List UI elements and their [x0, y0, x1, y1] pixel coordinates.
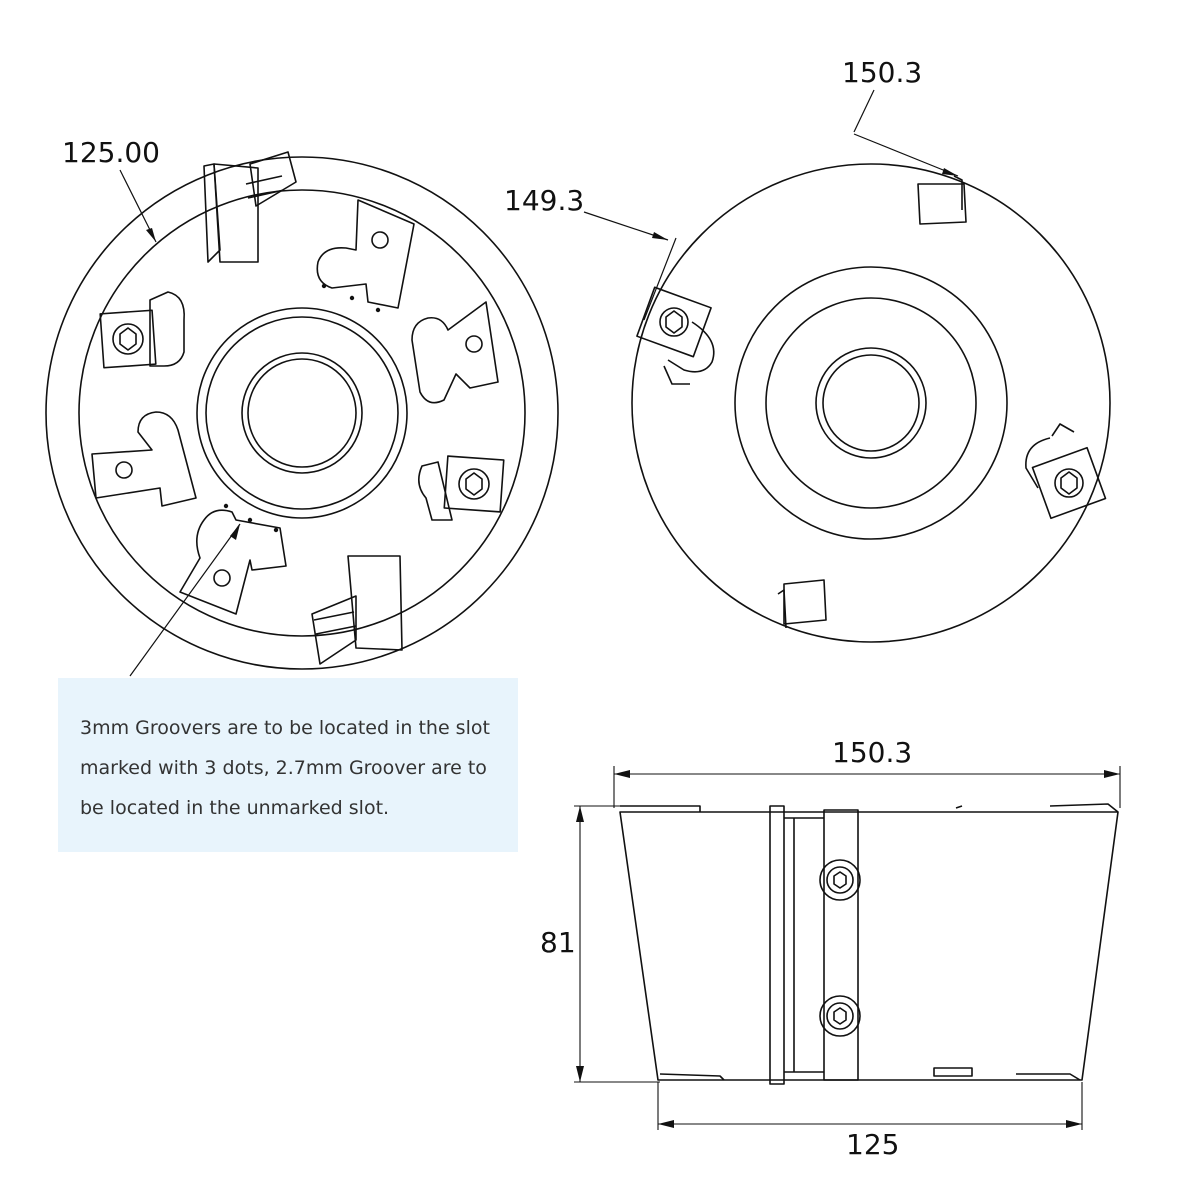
- side-screw-top: [819, 859, 861, 901]
- groover-note: 3mm Groovers are to be located in the sl…: [58, 678, 518, 852]
- dim-side-top-width: 150.3: [832, 736, 912, 769]
- rear-hub-ring: [734, 266, 1008, 540]
- keyhole-slot-top: [316, 199, 415, 309]
- dim-front-diameter: 125.00: [62, 136, 160, 169]
- dim-side-height: 81: [540, 926, 576, 959]
- keyhole-slot-bottom: [179, 509, 287, 615]
- rear-bore: [815, 347, 927, 459]
- front-inner-face: [78, 189, 526, 637]
- front-view: [45, 151, 559, 677]
- insert-left: [99, 291, 185, 369]
- keyhole-slot-left: [91, 411, 197, 507]
- front-hub-ring: [196, 307, 408, 519]
- insert-right: [418, 455, 505, 521]
- side-screw-bottom: [819, 995, 861, 1037]
- side-view: [574, 766, 1121, 1130]
- note-line: marked with 3 dots, 2.7mm Groover are to: [80, 757, 487, 779]
- note-line: 3mm Groovers are to be located in the sl…: [80, 717, 490, 739]
- groover-cutter-top: [203, 151, 297, 263]
- rear-insert-left: [636, 286, 715, 385]
- dim-rear-body-diameter: 149.3: [504, 184, 584, 217]
- side-cutter-clamp: [823, 809, 859, 1081]
- dim-rear-tip-diameter: 150.3: [842, 56, 922, 89]
- side-cutter-left-plate: [769, 805, 785, 1085]
- rear-view: [583, 89, 1111, 643]
- rear-cutter-top: [917, 175, 967, 225]
- rear-outer-body: [631, 163, 1111, 643]
- rear-insert-right: [1025, 423, 1107, 520]
- three-dot-marks: [223, 283, 381, 533]
- side-body-outline: [619, 811, 1119, 1081]
- keyhole-slot-right: [411, 301, 499, 404]
- groover-cutter-bottom: [311, 555, 403, 665]
- note-line: be located in the unmarked slot.: [80, 797, 390, 819]
- dim-side-bottom-width: 125: [846, 1128, 899, 1161]
- front-bore: [241, 352, 363, 474]
- rear-cutter-bottom: [777, 579, 827, 629]
- front-outer-rim: [45, 156, 559, 670]
